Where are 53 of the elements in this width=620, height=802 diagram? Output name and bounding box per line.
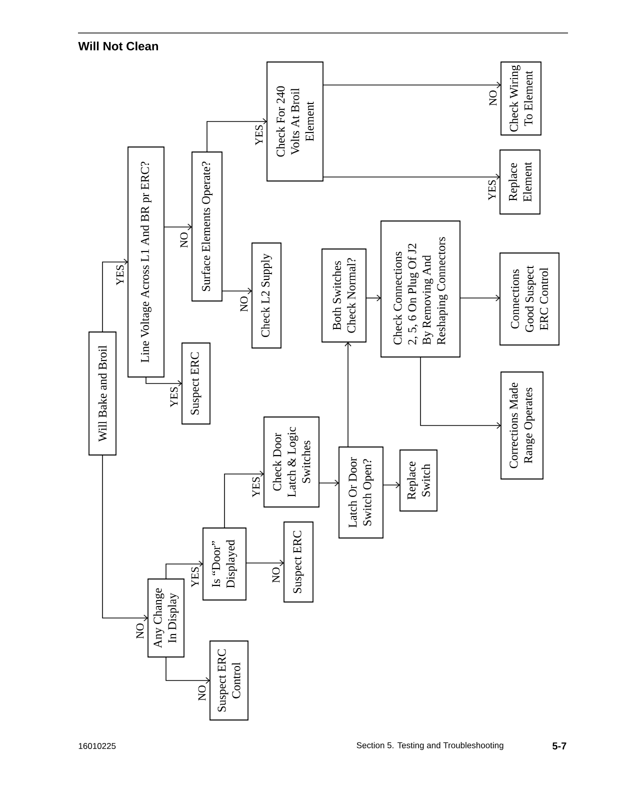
arrow [322, 174, 500, 180]
process-box: Will Bake and Broil [88, 332, 116, 456]
process-box: Suspect ERC [284, 522, 314, 602]
process-box: Corrections Made Range Operates [500, 372, 544, 480]
arrow [382, 482, 400, 488]
edge-label: YES [169, 386, 179, 408]
edge-label: NO [488, 89, 498, 107]
arrow [366, 294, 381, 302]
process-box: Check Connections 2, 5, 6 On Plug Of J2 By Removing And Reshaping Connectors [380, 220, 460, 358]
edge-label: YES [251, 476, 261, 498]
arrow [102, 258, 128, 332]
edge-label: NO [271, 566, 281, 584]
footer-text: Section 5. Testing and Troubleshooting [356, 742, 504, 750]
decision-box: Surface Elements Operate? [192, 152, 222, 302]
process-box: Replace Element [500, 150, 540, 214]
arrow [224, 470, 264, 528]
arrow [344, 342, 352, 448]
edge-label: NO [179, 231, 189, 249]
decision-box: Latch Or Door Switch Open? [338, 446, 384, 538]
process-box: Check Door Latch & Logic Switches [264, 416, 320, 508]
process-box: Suspect ERC [182, 342, 210, 424]
edge-label: YES [190, 566, 200, 588]
decision-box: Both Switches Check Normal? [322, 248, 366, 342]
edge-label: YES [115, 264, 125, 286]
process-box: Replace Switch [400, 450, 438, 512]
decision-box: Line Voltage Across L1 And BR pr ERC? [128, 146, 164, 378]
page-title: Will Not Clean [78, 42, 158, 50]
process-box: Check For 240 Volts At Broil Element [266, 62, 324, 182]
arrow [322, 82, 501, 88]
edge-label: NO [197, 684, 207, 702]
arrow [246, 560, 284, 566]
process-box: Check Wiring To Element [500, 62, 542, 136]
footer-text: 16010225 [78, 743, 116, 749]
arrow [166, 560, 203, 580]
arrow [146, 376, 182, 387]
decision-box: Is “Door” Displayed [202, 528, 246, 600]
arrow [460, 294, 500, 302]
edge-label: NO [239, 295, 249, 313]
process-box: Check L2 Supply [252, 242, 282, 348]
arrow [164, 224, 192, 230]
decision-box: Any Change In Display [148, 578, 184, 658]
arrow [102, 454, 148, 622]
edge-label: NO [135, 622, 145, 640]
arrow [166, 656, 210, 684]
process-box: Connections Good Suspect ERC Control [500, 252, 560, 346]
edge-label: YES [487, 178, 497, 202]
edge-label: YES [254, 124, 264, 146]
arrow [206, 118, 267, 152]
arrow [420, 356, 501, 429]
process-box: Suspect ERC Control [210, 640, 248, 720]
arrow [222, 288, 252, 294]
arrow [318, 480, 339, 486]
footer-text: 5-7 [552, 742, 566, 750]
